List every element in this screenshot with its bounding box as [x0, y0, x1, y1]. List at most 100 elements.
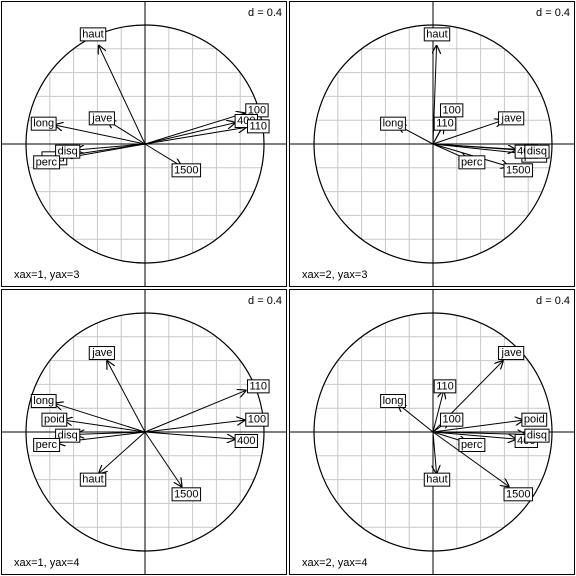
label-box	[79, 472, 107, 487]
variable-label: 1500	[174, 164, 198, 176]
label-box	[524, 144, 550, 159]
label-box	[79, 27, 107, 42]
arrow-110	[144, 127, 246, 145]
label-110: 110	[247, 379, 270, 394]
variable-label: long	[33, 395, 54, 407]
arrow-poid	[432, 420, 523, 433]
variable-label: haut	[82, 28, 103, 40]
scale-label: d = 0.4	[536, 295, 570, 307]
label-box	[380, 394, 406, 409]
arrow-jave	[107, 361, 146, 433]
label-poid: poid	[41, 412, 68, 427]
variable-label: 110	[250, 380, 268, 392]
label-haut: haut	[423, 472, 451, 487]
arrow-jave	[432, 120, 503, 145]
label-box	[33, 155, 61, 170]
label-long: long	[30, 394, 57, 409]
variable-label: 400	[237, 435, 255, 447]
arrow-400	[144, 123, 235, 145]
variable-label: disq	[58, 430, 78, 442]
variable-label: perc	[36, 156, 58, 168]
label-110: 110	[247, 119, 270, 134]
correlation-circle	[25, 312, 265, 552]
variable-label: 110	[436, 118, 454, 130]
arrow-400	[144, 431, 235, 439]
label-box	[498, 346, 525, 361]
label-110: 110	[433, 116, 457, 131]
arrow-long	[55, 125, 146, 145]
label-box	[247, 119, 270, 134]
label-box	[88, 111, 115, 126]
label-1500: 1500	[503, 163, 534, 178]
variable-label: haut	[426, 474, 447, 486]
variable-label: jave	[91, 347, 112, 359]
label-400: 400	[234, 433, 258, 448]
arrow-100	[144, 113, 245, 145]
label-disq: disq	[524, 144, 550, 159]
arrow-haut	[433, 45, 437, 145]
arrow-disq	[76, 432, 146, 434]
label-box	[524, 428, 550, 443]
label-jave: jave	[88, 111, 115, 126]
variable-label: long	[383, 118, 404, 130]
scale-label: d = 0.4	[248, 7, 282, 19]
label-box	[247, 379, 270, 394]
label-box	[171, 163, 202, 178]
variable-label: 100	[442, 104, 460, 116]
label-haut: haut	[423, 27, 451, 42]
label-box	[423, 472, 451, 487]
variable-label: haut	[82, 474, 103, 486]
axes-label: xax=1, yax=4	[14, 557, 79, 569]
label-box	[433, 379, 457, 394]
label-box	[30, 116, 57, 131]
variable-label: 100	[442, 414, 460, 426]
arrow-110	[144, 390, 246, 433]
arrow-100	[144, 420, 245, 433]
label-box	[423, 27, 451, 42]
label-haut: haut	[79, 27, 107, 42]
label-perc: perc	[33, 155, 61, 170]
label-box	[433, 116, 457, 131]
axes-label: xax=1, yax=3	[14, 269, 79, 281]
correlation-circle	[313, 312, 553, 552]
axes-label: xax=2, yax=4	[302, 557, 367, 569]
label-haut: haut	[79, 472, 107, 487]
label-box	[458, 155, 486, 170]
arrow-400	[432, 431, 516, 439]
label-110: 110	[433, 379, 457, 394]
arrow-long	[397, 403, 434, 433]
label-100: 100	[439, 412, 464, 427]
label-box	[439, 412, 464, 427]
label-100: 100	[439, 103, 464, 118]
arrow-haut	[433, 431, 437, 474]
variable-label: jave	[501, 112, 522, 124]
label-disq: disq	[524, 428, 550, 443]
arrow-1500	[432, 143, 509, 167]
label-1500: 1500	[171, 487, 202, 502]
label-box	[503, 163, 534, 178]
variable-label: haut	[426, 28, 447, 40]
variable-label: 110	[436, 380, 454, 392]
variable-label: poid	[44, 414, 65, 426]
label-poid: poid	[521, 412, 548, 427]
arrow-haut	[99, 45, 146, 145]
label-disq: disq	[55, 428, 81, 443]
variable-label: 1500	[506, 164, 530, 176]
variable-label: 110	[250, 120, 268, 132]
label-long: long	[380, 394, 406, 409]
variable-label: jave	[501, 347, 522, 359]
label-long: long	[380, 116, 406, 131]
variable-label: perc	[461, 439, 483, 451]
variable-label: long	[383, 395, 404, 407]
label-box	[30, 394, 57, 409]
label-1500: 1500	[503, 487, 534, 502]
label-jave: jave	[498, 346, 525, 361]
label-box	[380, 116, 406, 131]
label-1500: 1500	[171, 163, 202, 178]
label-box	[88, 346, 115, 361]
label-box	[55, 428, 81, 443]
